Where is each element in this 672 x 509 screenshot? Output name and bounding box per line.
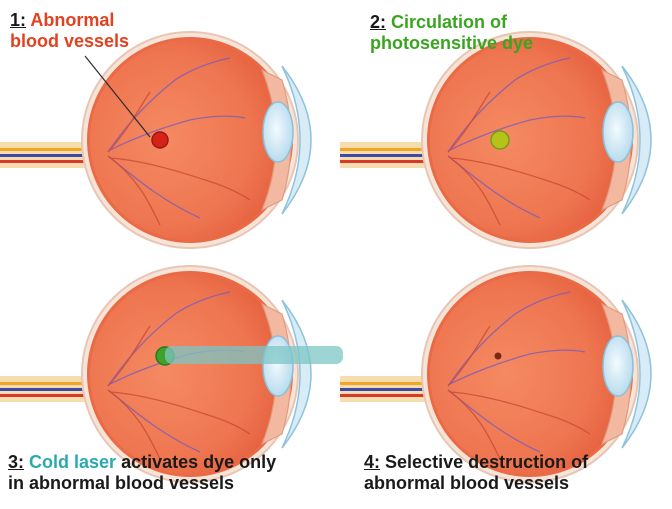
nerve-fiber <box>0 382 104 385</box>
caption-step-4: 4: Selective destruction of abnormal blo… <box>364 452 588 494</box>
retinal-vessel <box>107 57 231 153</box>
caption-text: photosensitive dye <box>370 33 534 53</box>
nerve-fiber <box>340 382 444 385</box>
retinal-vessel <box>107 389 161 460</box>
caption-step-2: 2: Circulation of photosensitive dye <box>370 12 533 54</box>
eye-globe <box>430 274 630 474</box>
step-number: 3: <box>8 452 25 472</box>
laser-beam <box>165 346 343 364</box>
retinal-vessel <box>107 91 151 153</box>
eye-panel-4 <box>340 265 652 483</box>
step-number: 1: <box>10 10 27 30</box>
vein <box>0 154 104 157</box>
cornea <box>621 299 652 449</box>
artery <box>0 394 104 397</box>
cornea <box>281 65 312 215</box>
retinal-vessel <box>447 91 491 153</box>
caption-line-1: 2: Circulation of <box>370 12 533 33</box>
retinal-vessel <box>107 325 151 387</box>
retinal-vessel <box>109 115 246 151</box>
cornea <box>621 65 652 215</box>
caption-step-3: 3: Cold laser activates dye only in abno… <box>8 452 276 494</box>
retinal-vessel <box>447 389 501 460</box>
retinal-vessel <box>449 157 591 201</box>
caption-step-1: 1: Abnormal blood vessels <box>10 10 129 52</box>
retinal-vessel <box>107 155 161 226</box>
caption-line-1: 1: Abnormal <box>10 10 129 31</box>
caption-line-1: 4: Selective destruction of <box>364 452 588 473</box>
retinal-vessel <box>107 291 231 387</box>
eye-panel-3 <box>0 265 343 483</box>
pointer-line <box>84 55 151 138</box>
nerve-fiber <box>0 148 104 151</box>
caption-line-2: in abnormal blood vessels <box>8 473 276 494</box>
retinal-vessel <box>449 349 586 385</box>
artery <box>0 160 104 163</box>
retinal-vessel <box>447 155 501 226</box>
caption-text: activates dye only <box>116 452 277 472</box>
nerve-fiber <box>340 148 444 151</box>
caption-text: Selective destruction of <box>385 452 589 472</box>
eye-globe <box>430 40 630 240</box>
lens <box>602 335 634 397</box>
retinal-vessel <box>449 391 591 435</box>
retinal-vessel <box>109 157 251 201</box>
retinal-vessel <box>449 115 586 151</box>
artery <box>340 394 444 397</box>
retinal-vessel <box>447 325 491 387</box>
retinal-vessel <box>447 291 571 387</box>
lesion-dye <box>490 130 510 150</box>
retinal-vessel <box>109 391 251 435</box>
caption-text: in abnormal blood vessels <box>8 473 235 493</box>
step-number: 2: <box>370 12 387 32</box>
caption-text: blood vessels <box>10 31 130 51</box>
lens <box>602 101 634 163</box>
lens <box>262 101 294 163</box>
lesion-abnormal-vessels <box>151 131 169 149</box>
eye-panel-1 <box>0 31 312 249</box>
vein <box>340 154 444 157</box>
vein <box>0 388 104 391</box>
lesion-destroyed <box>494 352 502 360</box>
caption-text: Cold laser <box>29 452 117 472</box>
caption-line-2: abnormal blood vessels <box>364 473 588 494</box>
caption-line-2: blood vessels <box>10 31 129 52</box>
caption-line-2: photosensitive dye <box>370 33 533 54</box>
eye-globe <box>90 40 290 240</box>
lens <box>262 335 294 397</box>
eye-globe <box>90 274 290 474</box>
artery <box>340 160 444 163</box>
caption-text: abnormal blood vessels <box>364 473 570 493</box>
step-number: 4: <box>364 452 381 472</box>
caption-text: Circulation of <box>391 12 508 32</box>
caption-line-1: 3: Cold laser activates dye only <box>8 452 276 473</box>
retinal-vessel <box>447 57 571 153</box>
eye-panel-2 <box>340 31 652 249</box>
vein <box>340 388 444 391</box>
caption-text: Abnormal <box>30 10 115 30</box>
